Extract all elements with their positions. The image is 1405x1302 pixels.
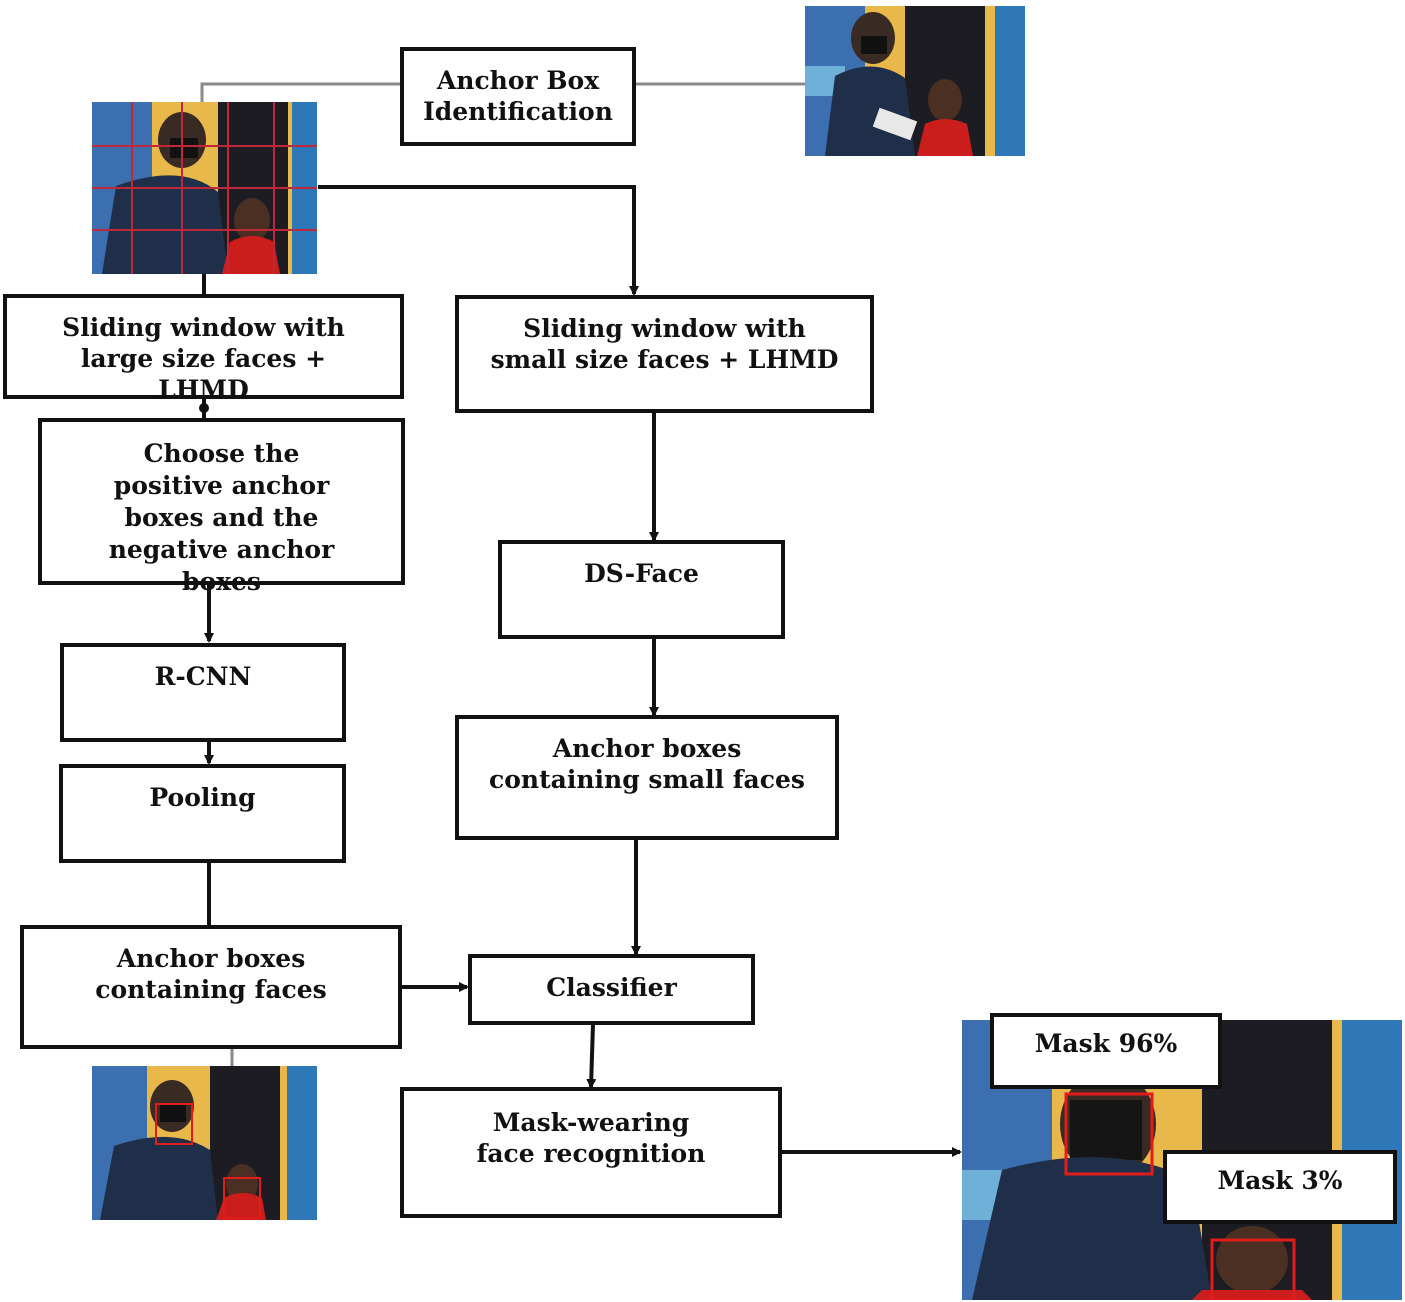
pooling-label: Pooling [149, 783, 256, 812]
choose-anchor-boxes-label: Choose the positive anchor boxes and the… [108, 439, 335, 596]
detection-box [155, 1103, 193, 1145]
arrow-classifier-to-mask-recognition [586, 1023, 597, 1089]
sliding-window-small-label: Sliding window with small size faces + L… [490, 314, 839, 374]
anchor-box-identification-label: Anchor Box Identification [423, 66, 613, 126]
pooling-box: Pooling [59, 764, 346, 863]
classifier-box: Classifier [468, 954, 755, 1025]
mask-3-label: Mask 3% [1217, 1166, 1343, 1195]
sliding-window-large-box: Sliding window with large size faces + L… [3, 294, 404, 404]
choose-anchor-boxes-box: Choose the positive anchor boxes and the… [38, 418, 405, 596]
sliding-window-small-box: Sliding window with small size faces + L… [455, 295, 874, 413]
anchor-boxes-small-faces-label: Anchor boxes containing small faces [489, 734, 805, 794]
anchor-boxes-faces-box: Anchor boxes containing faces [20, 925, 402, 1049]
mask-wearing-recognition-label: Mask-wearing face recognition [476, 1108, 706, 1168]
mask-3-tag: Mask 3% [1163, 1150, 1397, 1224]
rcnn-label: R-CNN [154, 662, 252, 691]
anchor-box-identification-box: Anchor Box Identification [400, 47, 636, 146]
ds-face-label: DS-Face [584, 559, 699, 588]
detection-box [1210, 1238, 1296, 1300]
classifier-label: Classifier [546, 973, 677, 1002]
grid-photo [92, 102, 317, 274]
anchor-boxes-small-faces-box: Anchor boxes containing small faces [455, 715, 839, 840]
detection-box [1064, 1092, 1154, 1176]
detection-box [223, 1177, 261, 1219]
mask-96-tag: Mask 96% [990, 1013, 1222, 1089]
connector-dot [199, 403, 209, 413]
detected-faces-photo [92, 1066, 317, 1220]
source-photo [805, 6, 1025, 156]
ds-face-box: DS-Face [498, 540, 785, 639]
rcnn-box: R-CNN [60, 643, 346, 742]
mask-wearing-recognition-box: Mask-wearing face recognition [400, 1087, 782, 1218]
sliding-window-large-label: Sliding window with large size faces + L… [62, 313, 345, 404]
anchor-boxes-faces-label: Anchor boxes containing faces [95, 944, 327, 1004]
arrow-grid-photo-to-sliding-small [318, 185, 639, 296]
connector-identification-to-grid-photo [200, 82, 402, 102]
mask-96-label: Mask 96% [1034, 1029, 1178, 1058]
